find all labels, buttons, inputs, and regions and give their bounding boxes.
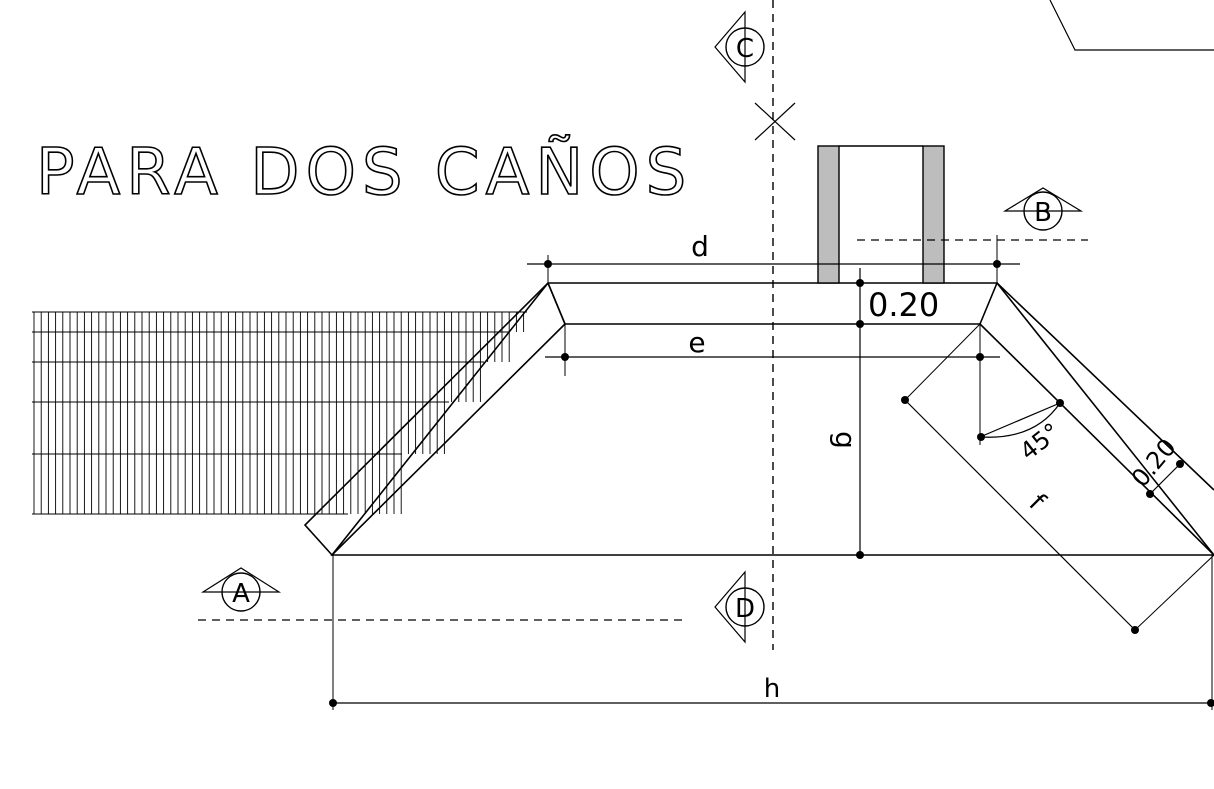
- svg-text:d: d: [691, 230, 709, 263]
- section-marker-c: C: [714, 10, 765, 84]
- svg-text:D: D: [735, 594, 755, 624]
- dimension-e: e: [545, 324, 1000, 445]
- section-marker-b: B: [1002, 187, 1084, 231]
- section-marker-a: A: [200, 567, 282, 612]
- dimension-thickness-top: 0.20: [856, 268, 939, 555]
- center-axis: [754, 0, 796, 650]
- svg-text:A: A: [232, 579, 250, 609]
- dimension-h: h: [329, 555, 1214, 710]
- dimension-f: f: [901, 323, 1214, 634]
- border-fragment: [1049, 0, 1214, 51]
- dimension-angle: 45°: [977, 399, 1065, 466]
- svg-text:f: f: [1023, 488, 1051, 516]
- svg-text:B: B: [1034, 198, 1052, 228]
- svg-text:e: e: [688, 326, 705, 359]
- svg-text:0.20: 0.20: [868, 286, 939, 324]
- hatched-wall: [32, 311, 527, 515]
- dimension-d: d: [527, 230, 1020, 283]
- section-marker-d: D: [714, 570, 765, 644]
- svg-text:45°: 45°: [1015, 418, 1066, 466]
- dimension-thickness-wing: 0.20: [1126, 433, 1184, 498]
- svg-text:C: C: [736, 34, 754, 64]
- svg-text:0.20: 0.20: [1126, 433, 1182, 492]
- svg-text:g: g: [829, 431, 862, 449]
- svg-text:h: h: [764, 674, 780, 704]
- pipe-right: [922, 145, 945, 284]
- pipes: [817, 145, 945, 284]
- drawing-title: PARA DOS CAÑOS: [36, 135, 692, 210]
- pipe-left: [817, 145, 840, 284]
- headwall-body: [303, 281, 1214, 557]
- dimension-g: g: [829, 431, 864, 559]
